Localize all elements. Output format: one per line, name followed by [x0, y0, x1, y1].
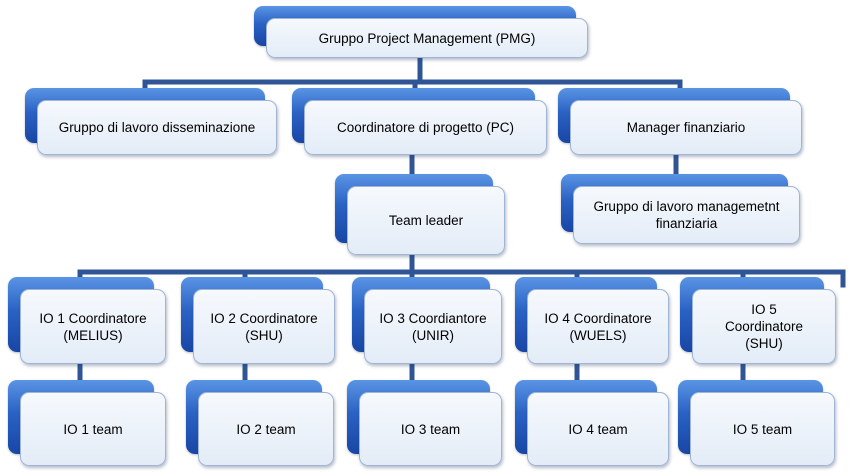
- node-finance-group: Gruppo di lavoro managemetnt finanziaria: [561, 174, 800, 244]
- node-io2-coordinator-label: IO 2 Coordinatore (SHU): [210, 310, 318, 343]
- node-pmg: Gruppo Project Management (PMG): [254, 6, 588, 58]
- node-io3-coordinator: IO 3 Coordiantore (UNIR): [352, 277, 502, 364]
- node-io3-coordinator-label: IO 3 Coordiantore (UNIR): [379, 310, 487, 343]
- node-project-coordinator: Coordinatore di progetto (PC): [292, 88, 547, 155]
- node-io3-team-label: IO 3 team: [400, 421, 461, 437]
- node-io5-coordinator: IO 5 Coordinatore (SHU): [680, 277, 836, 364]
- node-pmg-label: Gruppo Project Management (PMG): [318, 30, 536, 46]
- node-io4-team-label: IO 4 team: [568, 421, 628, 437]
- node-team-leader: Team leader: [335, 174, 505, 255]
- node-finance-group-label: Gruppo di lavoro managemetnt finanziaria: [593, 199, 780, 231]
- node-io5-team-label: IO 5 team: [732, 421, 793, 437]
- node-finance-manager: Manager finanziario: [558, 88, 802, 155]
- node-io3-team: IO 3 team: [347, 380, 502, 466]
- node-dissemination: Gruppo di lavoro disseminazione: [25, 88, 277, 155]
- node-io4-coordinator: IO 4 Coordinatore (WUELS): [515, 277, 669, 364]
- node-io4-coordinator-label: IO 4 Coordinatore (WUELS): [544, 310, 652, 343]
- node-dissemination-label: Gruppo di lavoro disseminazione: [58, 120, 256, 135]
- node-io2-coordinator: IO 2 Coordinatore (SHU): [181, 277, 335, 364]
- node-io4-team: IO 4 team: [515, 380, 669, 466]
- node-team-leader-label: Team leader: [388, 213, 464, 228]
- node-io2-team-label: IO 2 team: [236, 421, 296, 437]
- node-io1-coordinator: IO 1 Coordinatore (MELIUS): [8, 277, 166, 364]
- node-io1-team: IO 1 team: [8, 380, 166, 466]
- node-project-coordinator-label: Coordinatore di progetto (PC): [336, 120, 515, 135]
- node-io5-team: IO 5 team: [678, 380, 835, 466]
- node-io1-team-label: IO 1 team: [63, 421, 123, 437]
- node-io5-coordinator-label: IO 5 Coordinatore (SHU): [724, 302, 804, 351]
- node-io1-coordinator-label: IO 1 Coordinatore (MELIUS): [39, 310, 147, 343]
- node-finance-manager-label: Manager finanziario: [626, 120, 746, 135]
- node-io2-team: IO 2 team: [186, 380, 334, 466]
